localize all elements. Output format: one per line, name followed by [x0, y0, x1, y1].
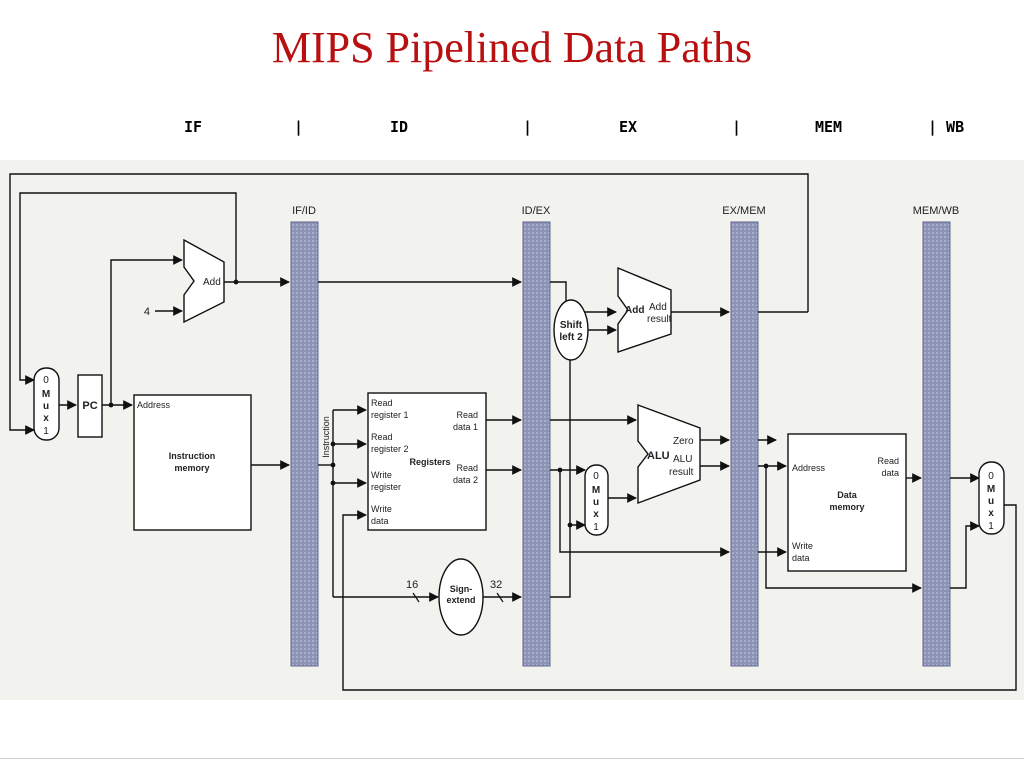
alu-result-label-2: result [669, 467, 694, 478]
sign-extend-label-1: Sign- [450, 584, 473, 594]
alu-label: ALU [647, 450, 670, 462]
alu-mux-input1-wire [550, 520, 586, 598]
dmem-title-line2: memory [829, 502, 864, 512]
dmem-address-label: Address [792, 463, 826, 473]
ex-mux-label-x: x [593, 509, 599, 520]
pipeline-register-id-ex [522, 221, 551, 667]
instruction-bus-label: Instruction [321, 416, 331, 458]
store-data-wire [559, 470, 730, 557]
pc-to-adder-wire [110, 255, 183, 405]
shift-label-1: Shift [560, 320, 583, 331]
if-mux-label-u: u [43, 401, 49, 412]
if-mux-input0-label: 0 [43, 375, 49, 386]
pc-adder-label: Add [203, 277, 221, 288]
slide-title: MIPS Pipelined Data Paths [271, 23, 753, 72]
registers-title: Registers [409, 457, 450, 467]
pc-to-branch-adder-wire [550, 281, 617, 317]
datapath-diagram-area: IF/ID ID/EX EX/MEM MEM/WB [0, 160, 1024, 700]
branch-target-wire [9, 173, 809, 435]
stage-label-id: ID [390, 118, 409, 136]
dmem-read-label-b: data [881, 468, 899, 478]
stage-separator: | [523, 118, 533, 136]
dmem-write-label-a: Write [792, 541, 813, 551]
stage-label-mem: MEM [815, 118, 843, 136]
stage-label-if: IF [184, 118, 203, 136]
program-counter: PC [77, 374, 103, 438]
wire-junctions [108, 279, 769, 528]
dmem-read-label-a: Read [877, 456, 899, 466]
dmem-title-line1: Data [837, 490, 858, 500]
branch-adder-label: Add [625, 305, 644, 316]
branch-adder: Add Add result [617, 266, 672, 353]
reg-read-reg1-label-b: register 1 [371, 410, 409, 420]
datapath-diagram: IF/ID ID/EX EX/MEM MEM/WB [9, 173, 1017, 691]
if-mux-label-m: M [42, 389, 50, 400]
alu: ALU Zero ALU result [637, 403, 701, 505]
reg-read-data1-label-a: Read [456, 410, 478, 420]
branch-adder-out-2: result [647, 314, 672, 325]
pc-adder: Add [183, 238, 225, 324]
instruction-memory: Address Instruction memory [133, 394, 252, 531]
ex-mux-label-m: M [592, 485, 600, 496]
imem-address-label: Address [137, 400, 171, 410]
ex-mux-input0-label: 0 [593, 471, 599, 482]
reg-read-reg2-label-a: Read [371, 432, 393, 442]
reg-write-data-label-b: data [371, 516, 389, 526]
dmem-write-label-b: data [792, 553, 810, 563]
wb-mux-input1-wire [950, 521, 980, 589]
sign-extend-unit: Sign- extend 16 32 [406, 558, 504, 636]
pc-label: PC [82, 400, 97, 412]
reg-read-reg2-label-b: register 2 [371, 444, 409, 454]
alu-zero-label: Zero [673, 436, 694, 447]
label-if-id: IF/ID [292, 205, 316, 217]
shift-label-2: left 2 [559, 332, 583, 343]
wb-mux-label-m: M [987, 484, 995, 495]
reg-read-data2-label-a: Read [456, 463, 478, 473]
ex-mux-input1-label: 1 [593, 522, 599, 533]
imem-title-line2: memory [174, 463, 209, 473]
writeback-wire [342, 504, 1017, 691]
reg-write-reg-label-a: Write [371, 470, 392, 480]
wb-mux-input1-label: 1 [988, 521, 994, 532]
imem-title-line1: Instruction [169, 451, 216, 461]
wb-mux-label-x: x [988, 508, 994, 519]
wb-mux-input0-label: 0 [988, 471, 994, 482]
reg-read-data2-label-b: data 2 [453, 475, 478, 485]
sign-extend-label-2: extend [446, 595, 475, 605]
label-id-ex: ID/EX [522, 205, 551, 217]
branch-adder-out-1: Add [649, 302, 667, 313]
if-mux: 0 M u x 1 [33, 367, 60, 441]
pipeline-register-mem-wb [922, 221, 951, 667]
if-mux-label-x: x [43, 413, 49, 424]
reg-read-reg1-label-a: Read [371, 398, 393, 408]
const-four-label: 4 [144, 306, 150, 318]
pipeline-register-ex-mem [730, 221, 759, 667]
sign-extend-out-width: 32 [490, 579, 502, 591]
wb-mux: 0 M u x 1 [978, 461, 1005, 535]
ex-mux-label-u: u [593, 497, 599, 508]
datapath-wires [9, 173, 1017, 691]
sign-extend-in-width: 16 [406, 579, 418, 591]
alu-result-label-1: ALU [673, 454, 692, 465]
stage-separator: | [732, 118, 742, 136]
pipeline-register-if-id [290, 221, 319, 667]
reg-read-data1-label-b: data 1 [453, 422, 478, 432]
wb-mux-label-u: u [988, 496, 994, 507]
slide-bottom-rule [0, 758, 1024, 759]
register-file: Read register 1 Read register 2 Write re… [367, 392, 487, 531]
reg-write-data-label-a: Write [371, 504, 392, 514]
alu-result-bypass-wire [765, 466, 922, 593]
stage-label-ex: EX [619, 118, 638, 136]
stage-label-wb: | WB [928, 118, 965, 136]
data-memory: Address Read data Data memory Write data [787, 433, 907, 572]
reg-write-reg-label-b: register [371, 482, 401, 492]
stage-separator: | [294, 118, 304, 136]
pc-plus-4-wire [19, 192, 237, 385]
ex-mux: 0 M u x 1 [584, 464, 609, 536]
pipeline-registers: IF/ID ID/EX EX/MEM MEM/WB [290, 205, 959, 667]
label-mem-wb: MEM/WB [913, 205, 959, 217]
shift-left-2: Shift left 2 [553, 299, 589, 361]
if-mux-input1-label: 1 [43, 426, 49, 437]
label-ex-mem: EX/MEM [722, 205, 765, 217]
